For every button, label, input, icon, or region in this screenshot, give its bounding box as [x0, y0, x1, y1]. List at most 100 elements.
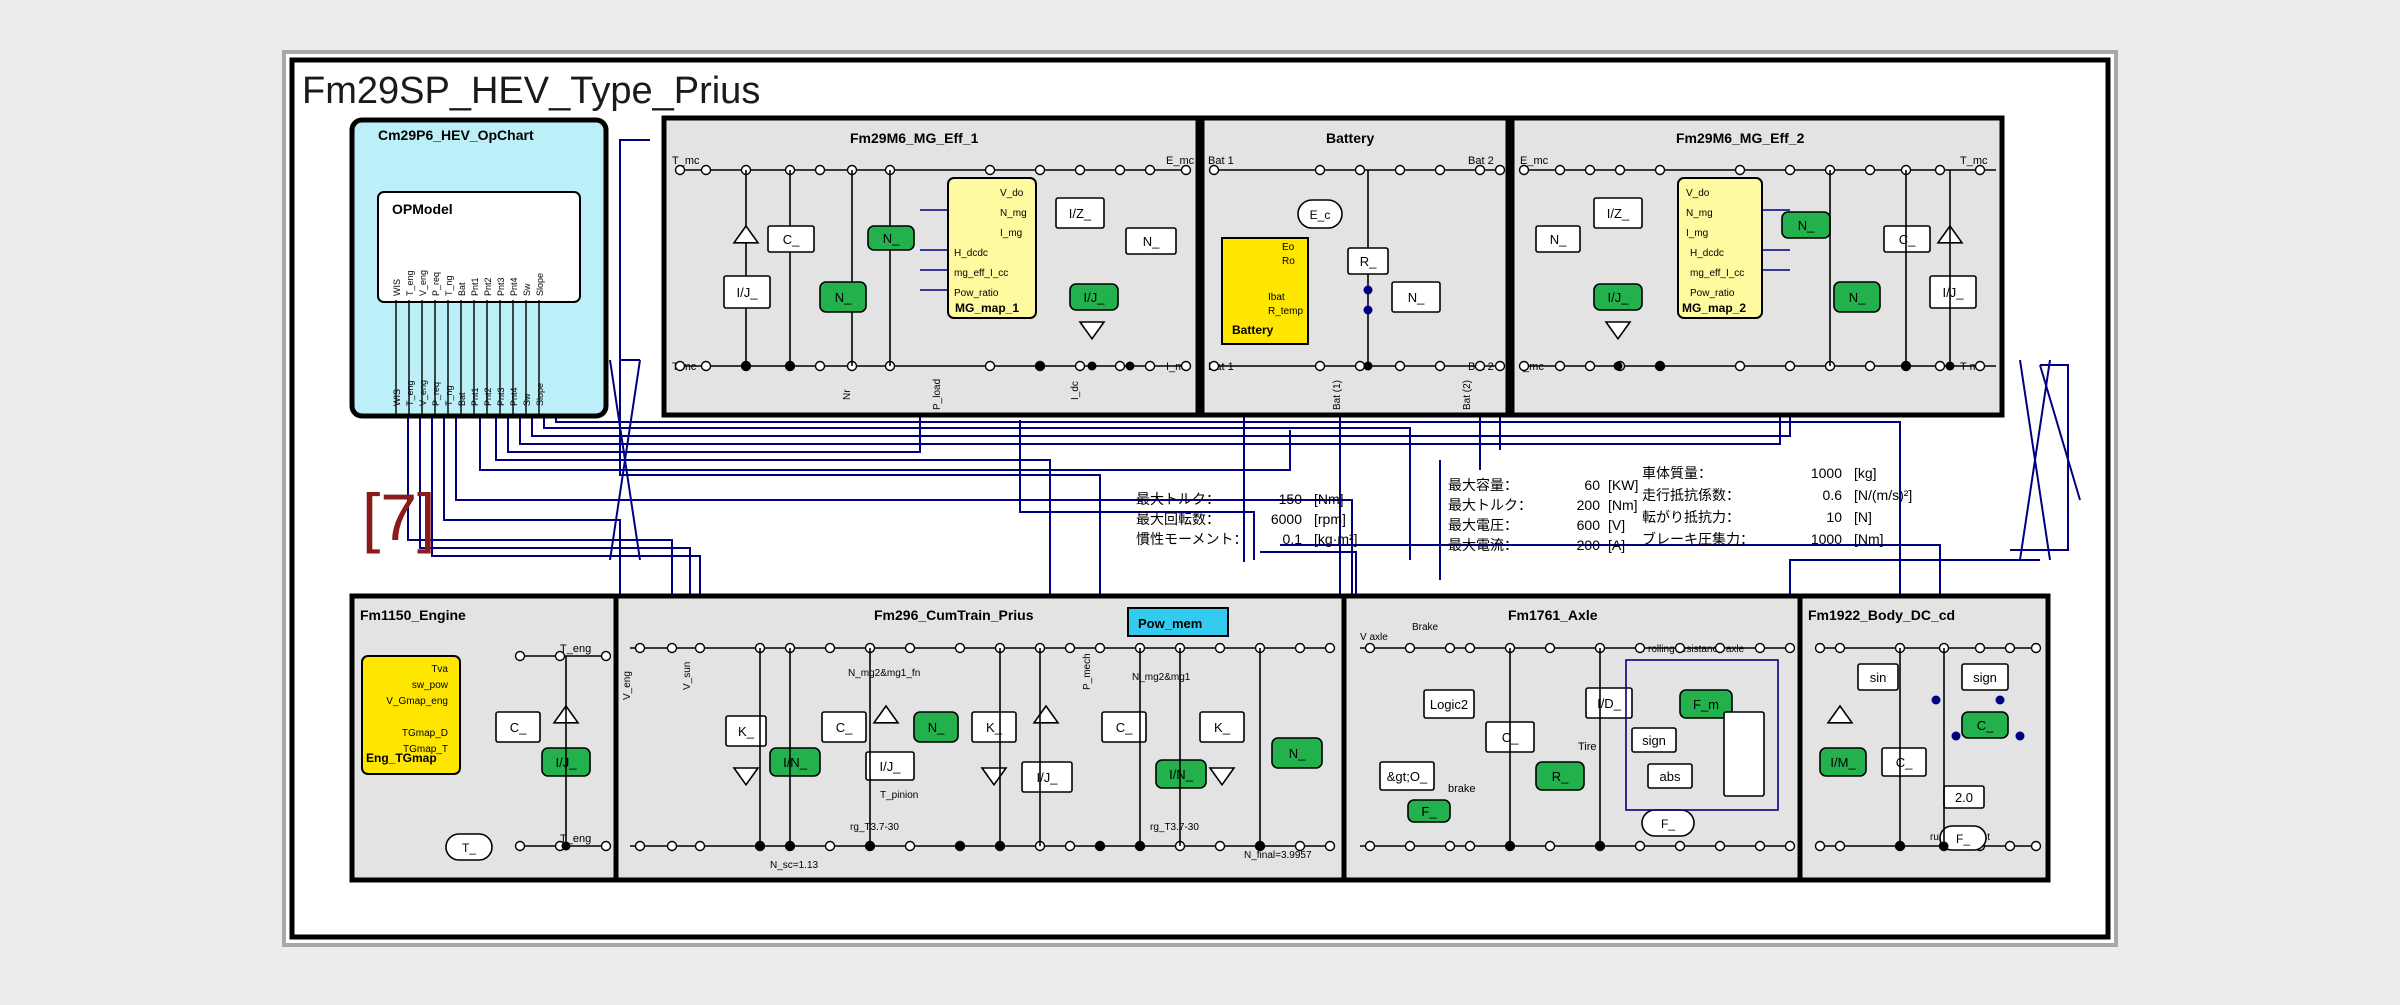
engine-map-port: Tva — [431, 664, 448, 675]
oval-block: F_ — [1641, 809, 1695, 837]
svg-text:T_: T_ — [462, 841, 476, 855]
port-label: Bat (2) — [1462, 380, 1473, 410]
port-node — [1064, 642, 1076, 654]
junction-dot — [1951, 731, 1961, 741]
oval-block: F_ — [1939, 825, 1987, 851]
port-node — [1734, 164, 1746, 176]
axle-tire-label: Tire — [1578, 741, 1597, 753]
battery-title: Battery — [1326, 130, 1374, 146]
mg2-map-port: N_mg — [1686, 208, 1713, 219]
body-im-gain: I/M_ — [1819, 747, 1867, 777]
powertrain-nfinal: N_final=3.9957 — [1244, 850, 1312, 861]
engine-map-port: sw_pow — [412, 680, 449, 691]
port-node — [2004, 642, 2016, 654]
port-node — [1404, 840, 1416, 852]
pt-in-gain-2: I/N_ — [1155, 759, 1207, 789]
op-signal-label: Pnt1 — [470, 277, 480, 296]
port-node — [1754, 642, 1766, 654]
mg2-iz-block: I/Z_ — [1593, 197, 1643, 229]
port-node — [1494, 360, 1506, 372]
port-label: Brake — [1412, 622, 1439, 633]
pow-mem-label: Pow_mem — [1138, 616, 1202, 631]
op-signal-label: Bat — [457, 282, 467, 296]
mg1-c-block: C_ — [767, 225, 815, 253]
port-node — [1214, 642, 1226, 654]
mg2-integ-green: I/J_ — [1593, 283, 1643, 311]
port-node — [1518, 164, 1530, 176]
battery-r-block: R_ — [1347, 247, 1389, 275]
opchart-block[interactable]: Cm29P6_HEV_OpChart OPModel WISWIST_engT_… — [349, 117, 609, 419]
param-label: 最大容量： — [1448, 477, 1518, 493]
port-node — [1354, 360, 1366, 372]
svg-text:I/N_: I/N_ — [1169, 767, 1194, 782]
port-node — [1974, 164, 1986, 176]
opmodel-title: OPModel — [392, 201, 453, 217]
pt-in-gain-1: I/N_ — [769, 747, 821, 777]
svg-text:N_: N_ — [1550, 232, 1567, 247]
wire-layer — [407, 139, 2081, 700]
port-node — [1094, 642, 1106, 654]
svg-text:F_: F_ — [1956, 832, 1970, 846]
junction-dot — [741, 361, 751, 371]
svg-text:C_: C_ — [783, 232, 800, 247]
junction-dot — [1095, 841, 1105, 851]
svg-text:Logic2: Logic2 — [1430, 697, 1468, 712]
body-block[interactable]: Fm1922_Body_DC_cd running resist — [1797, 593, 2051, 883]
svg-text:C_: C_ — [1896, 755, 1913, 770]
port-node — [674, 360, 686, 372]
mg2-map-port: I_mg — [1686, 228, 1708, 239]
engine-map-port: TGmap_T — [403, 744, 448, 755]
port-node — [1464, 840, 1476, 852]
engine-map-port: V_Gmap_eng — [386, 696, 448, 707]
svg-text:I/J_: I/J_ — [737, 285, 759, 300]
junction-dot — [1087, 361, 1097, 371]
junction-dot — [785, 841, 795, 851]
port-node — [814, 360, 826, 372]
svg-text:N_: N_ — [1289, 746, 1306, 761]
param-unit: [N] — [1854, 509, 1872, 525]
port-node — [1208, 164, 1220, 176]
port-node — [1144, 360, 1156, 372]
port-node — [984, 164, 996, 176]
junction-dot — [1363, 285, 1373, 295]
svg-text:I/J_: I/J_ — [880, 759, 902, 774]
port-node — [1554, 360, 1566, 372]
body-c-block: C_ — [1881, 747, 1927, 777]
port-node — [634, 642, 646, 654]
param-label: 最大回転数： — [1136, 511, 1220, 527]
port-node — [1404, 642, 1416, 654]
port-node — [514, 650, 526, 662]
axle-compare-block: &gt;O_ — [1379, 761, 1435, 791]
svg-text:N_: N_ — [1849, 290, 1866, 305]
mg2-n-block: N_ — [1535, 225, 1581, 253]
svg-text:K_: K_ — [1214, 720, 1231, 735]
junction-dot — [1255, 841, 1265, 851]
port-node — [1518, 360, 1530, 372]
mg2-block[interactable]: Fm29M6_MG_Eff_2 E_mc T_mc I_mc T mc MG_m… — [1509, 115, 2005, 418]
mg1-tri-down — [1078, 321, 1106, 341]
engine-c-block: C_ — [495, 711, 541, 743]
pt-k-block-3: K_ — [1199, 711, 1245, 743]
engine-block[interactable]: Fm1150_Engine T_eng T_eng Eng_TGmap — [349, 593, 619, 883]
port-node — [1364, 642, 1376, 654]
junction-dot — [1125, 361, 1135, 371]
param-unit: [A] — [1608, 537, 1625, 553]
param-label: 転がり抵抗力： — [1642, 509, 1740, 525]
mg2-c-block: C_ — [1883, 225, 1931, 253]
battery-model-label: Battery — [1232, 323, 1274, 337]
port-node — [1294, 642, 1306, 654]
junction-dot — [785, 361, 795, 371]
junction-dot — [1945, 361, 1955, 371]
battery-n-block: N_ — [1391, 281, 1441, 313]
svg-text:F_: F_ — [1421, 804, 1437, 819]
op-signal-label: Pnt4 — [509, 277, 519, 296]
port-node — [694, 840, 706, 852]
port-node — [1294, 840, 1306, 852]
port-node — [1674, 642, 1686, 654]
port-node — [2004, 840, 2016, 852]
svg-text:I/J_: I/J_ — [1037, 770, 1059, 785]
engine-port-top: T_eng — [560, 643, 591, 655]
mg2-map-block: MG_map_2 — [1677, 177, 1763, 319]
port-node — [1654, 164, 1666, 176]
port-node — [554, 650, 566, 662]
